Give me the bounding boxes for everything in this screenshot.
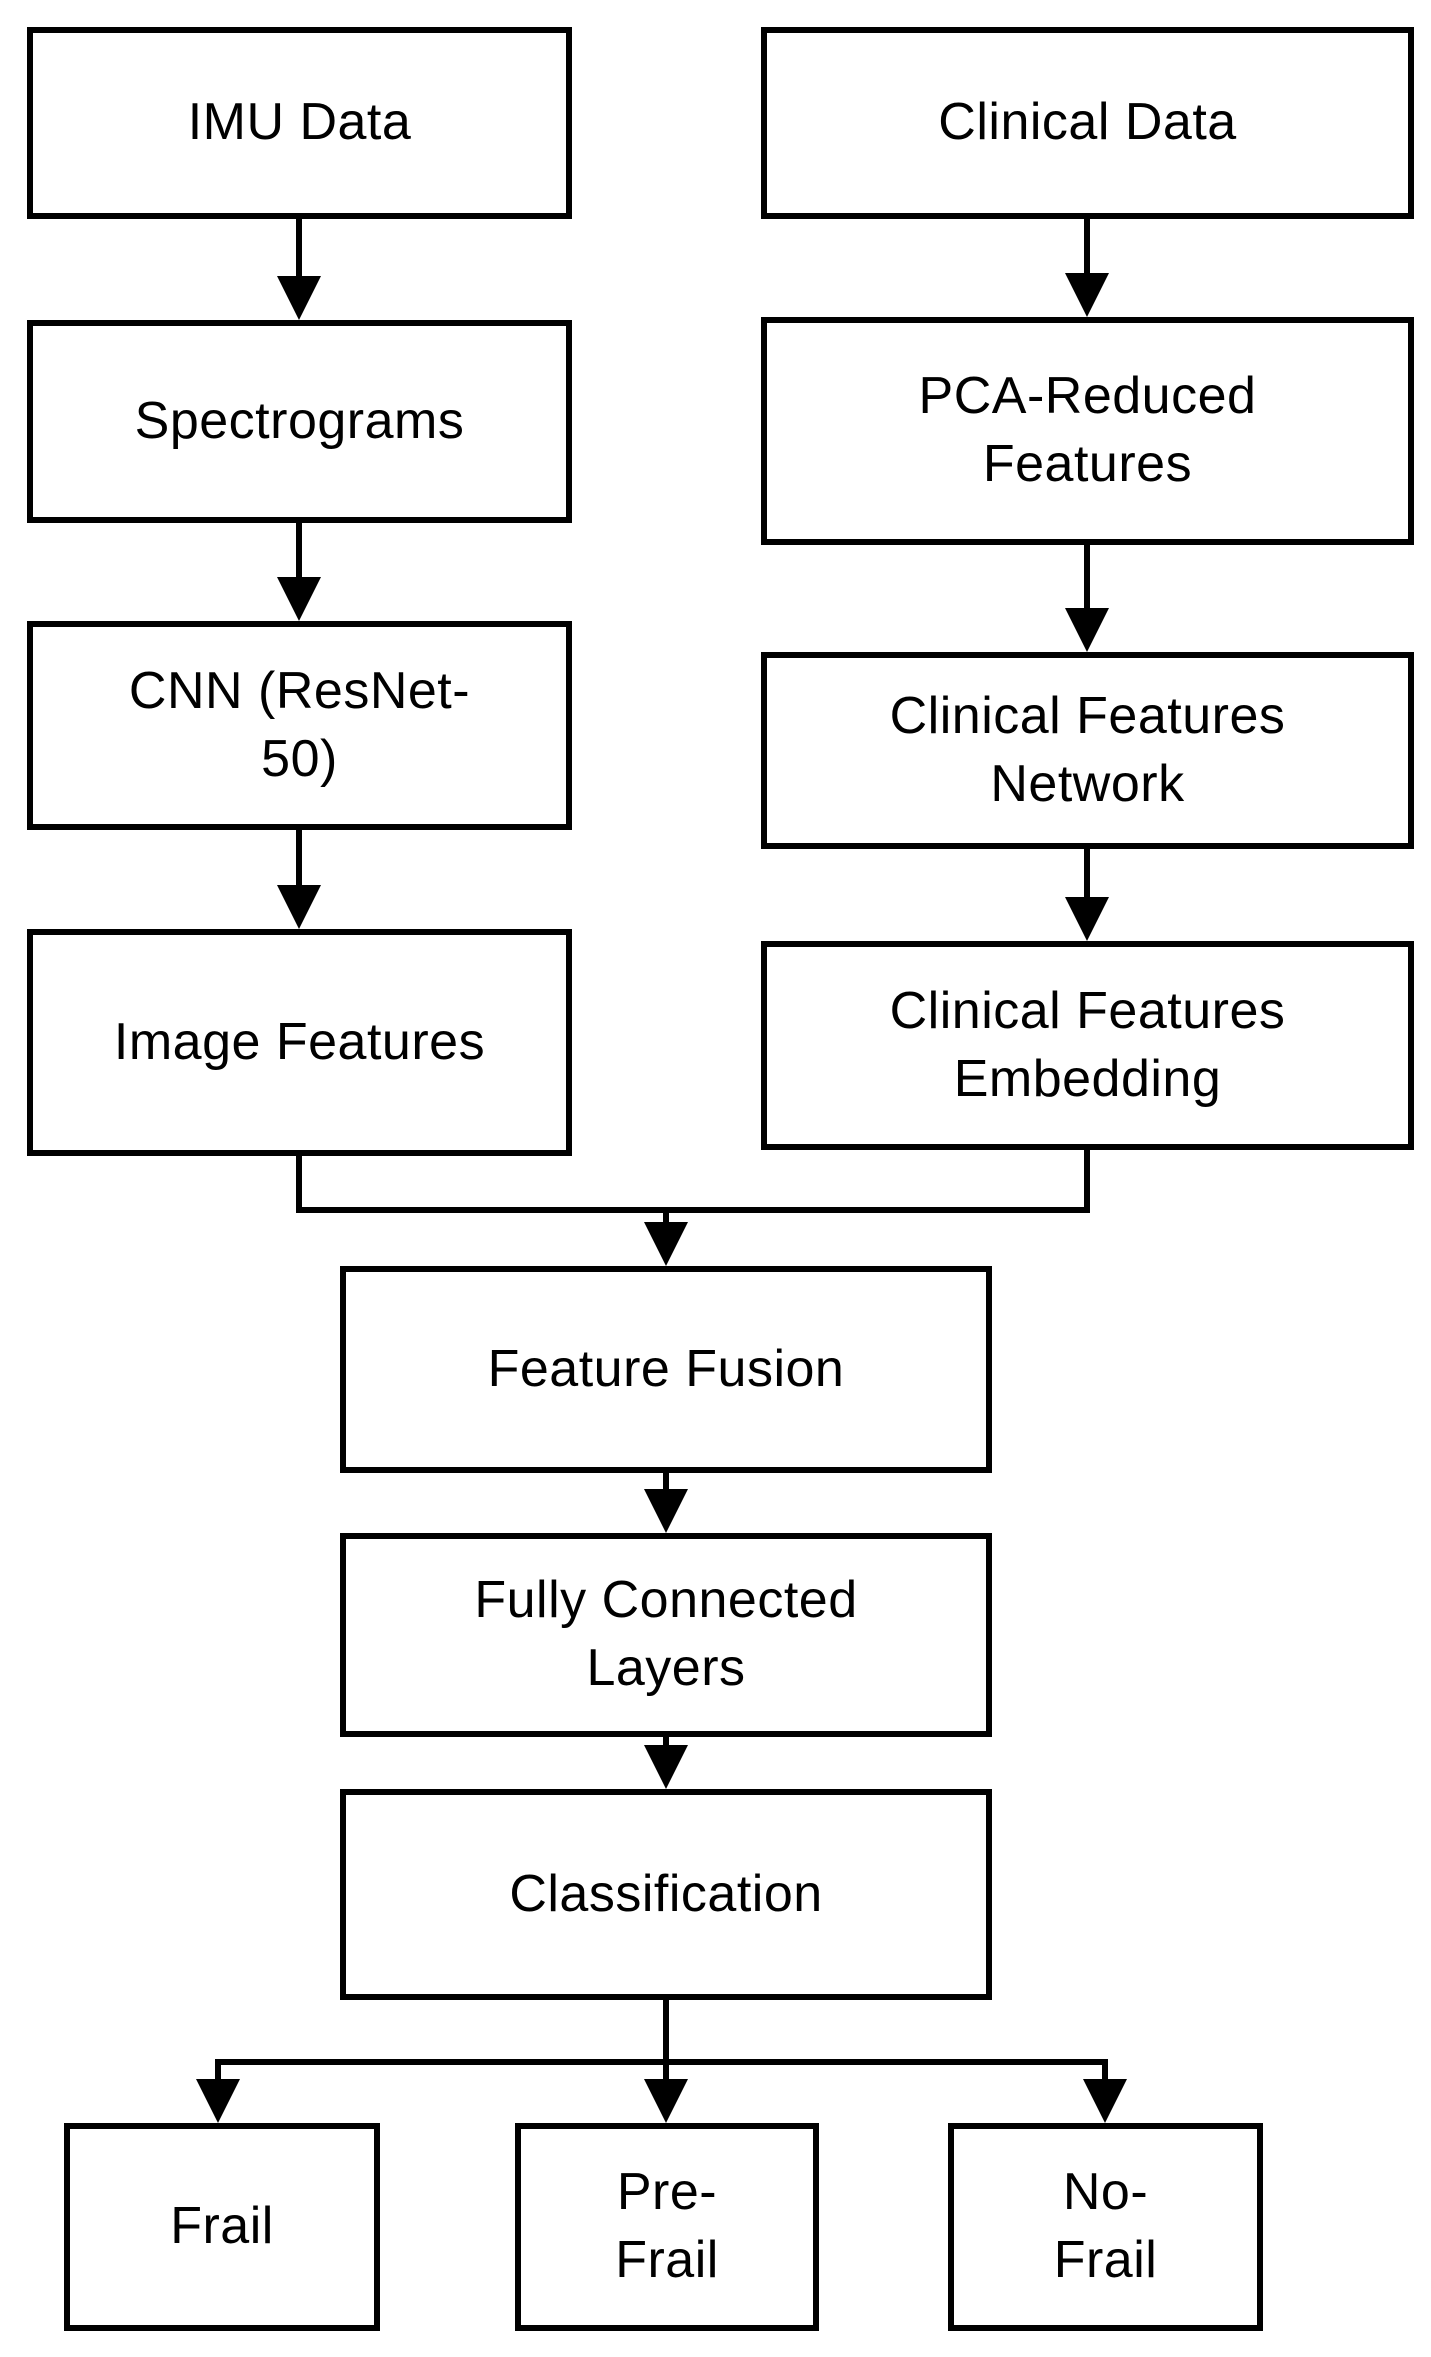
edge-fusion-to-fc-line	[663, 1473, 669, 1491]
node-clinical-data: Clinical Data	[761, 27, 1414, 219]
node-clinical-features-network: Clinical Features Network	[761, 652, 1414, 849]
node-feature-fusion-label: Feature Fusion	[487, 1339, 845, 1398]
edge-branch-to-no-frail-arrowhead-icon	[1083, 2079, 1127, 2123]
edge-branch-to-pre-frail-arrowhead-icon	[644, 2079, 688, 2123]
node-fully-connected-layers-label: Fully Connected Layers	[474, 1571, 858, 1697]
node-pre-frail-label: Pre- Frail	[615, 2163, 719, 2289]
node-spectrograms-label: Spectrograms	[134, 391, 465, 450]
edge-pca-to-network-arrowhead-icon	[1065, 608, 1109, 652]
node-pca-reduced-features-label: PCA-Reduced Features	[918, 367, 1257, 493]
node-pca-reduced-features: PCA-Reduced Features	[761, 317, 1414, 545]
edge-pca-to-network-line	[1084, 545, 1090, 610]
node-no-frail-label: No- Frail	[1053, 2163, 1158, 2289]
edge-clinical-to-pca-line	[1084, 219, 1090, 275]
edge-cnn-to-image-features-arrowhead-icon	[277, 885, 321, 929]
node-imu-data: IMU Data	[27, 27, 572, 219]
edge-branch-horizontal-line	[215, 2059, 1108, 2065]
edge-merge-to-fusion-arrowhead-icon	[644, 1222, 688, 1266]
node-imu-data-label: IMU Data	[187, 93, 412, 152]
edge-fc-to-classification-arrowhead-icon	[644, 1745, 688, 1789]
edge-classification-drop-line	[663, 2000, 669, 2081]
edge-branch-to-frail-arrowhead-icon	[196, 2079, 240, 2123]
node-frail-label: Frail	[170, 2197, 274, 2256]
edge-branch-to-no-frail-line	[1102, 2059, 1108, 2081]
edge-imu-to-spectrograms-arrowhead-icon	[277, 276, 321, 320]
node-cnn-resnet50-label: CNN (ResNet- 50)	[128, 661, 471, 788]
edge-branch-to-frail-line	[215, 2059, 221, 2081]
edge-fusion-to-fc-arrowhead-icon	[644, 1489, 688, 1533]
node-classification-label: Classification	[509, 1864, 823, 1923]
edge-spectrograms-to-cnn-arrowhead-icon	[277, 577, 321, 621]
node-image-features-label: Image Features	[113, 1012, 486, 1071]
edge-fc-to-classification-line	[663, 1737, 669, 1747]
edge-merge-horizontal-line	[296, 1207, 1090, 1213]
node-fully-connected-layers: Fully Connected Layers	[340, 1533, 992, 1737]
node-pre-frail: Pre- Frail	[515, 2123, 819, 2331]
edge-spectrograms-to-cnn-line	[296, 523, 302, 579]
node-clinical-data-label: Clinical Data	[938, 93, 1237, 152]
edge-network-to-embedding-line	[1084, 849, 1090, 899]
edge-network-to-embedding-arrowhead-icon	[1065, 897, 1109, 941]
node-frail: Frail	[64, 2123, 380, 2331]
edge-image-features-drop-line	[296, 1156, 302, 1213]
node-feature-fusion: Feature Fusion	[340, 1266, 992, 1473]
node-image-features: Image Features	[27, 929, 572, 1156]
node-no-frail: No- Frail	[948, 2123, 1263, 2331]
edge-cnn-to-image-features-line	[296, 830, 302, 887]
node-clinical-features-embedding-label: Clinical Features Embedding	[889, 981, 1286, 1108]
node-spectrograms: Spectrograms	[27, 320, 572, 523]
edge-clinical-to-pca-arrowhead-icon	[1065, 273, 1109, 317]
edge-merge-to-fusion-line	[663, 1207, 669, 1224]
edge-embedding-drop-line	[1084, 1150, 1090, 1213]
node-cnn-resnet50: CNN (ResNet- 50)	[27, 621, 572, 830]
node-clinical-features-network-label: Clinical Features Network	[889, 686, 1286, 813]
edge-imu-to-spectrograms-line	[296, 219, 302, 278]
node-classification: Classification	[340, 1789, 992, 2000]
node-clinical-features-embedding: Clinical Features Embedding	[761, 941, 1414, 1150]
